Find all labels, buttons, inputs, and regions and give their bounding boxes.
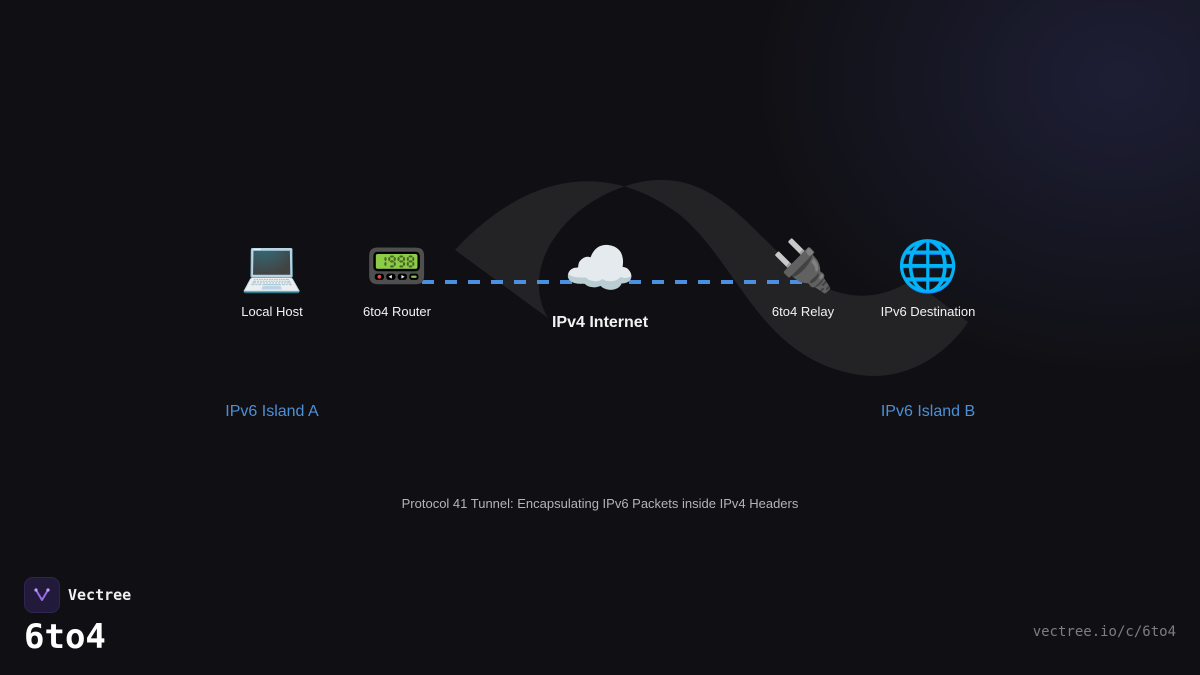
node-label: IPv6 Destination: [880, 304, 976, 319]
vectree-logo-icon: [24, 577, 60, 613]
brand-block: Vectree 6to4: [24, 577, 131, 657]
pager-icon: 📟: [365, 237, 429, 295]
page-title: 6to4: [24, 617, 106, 657]
source-url[interactable]: vectree.io/c/6to4: [1032, 624, 1176, 640]
cloud-icon: ☁️: [563, 234, 637, 302]
laptop-icon: 💻: [240, 237, 304, 295]
node-label: 6to4 Relay: [771, 304, 835, 319]
plug-icon: 🔌: [771, 237, 835, 295]
node-destination: 🌐 IPv6 Destination: [848, 236, 1008, 319]
node-local-host: 💻 Local Host: [192, 236, 352, 319]
tunnel-caption: Protocol 41 Tunnel: Encapsulating IPv6 P…: [401, 496, 799, 511]
node-label: IPv4 Internet: [551, 314, 649, 331]
globe-icon: 🌐: [896, 237, 960, 295]
node-label: Local Host: [241, 304, 303, 319]
brand-name: Vectree: [68, 586, 132, 604]
island-b-label: IPv6 Island B: [880, 403, 976, 420]
node-relay: 🔌 6to4 Relay: [723, 236, 883, 319]
node-label: 6to4 Router: [363, 304, 431, 319]
node-router: 📟 6to4 Router: [317, 236, 477, 319]
island-a-label: IPv6 Island A: [225, 403, 319, 420]
node-internet: ☁️ IPv4 Internet: [520, 236, 680, 332]
